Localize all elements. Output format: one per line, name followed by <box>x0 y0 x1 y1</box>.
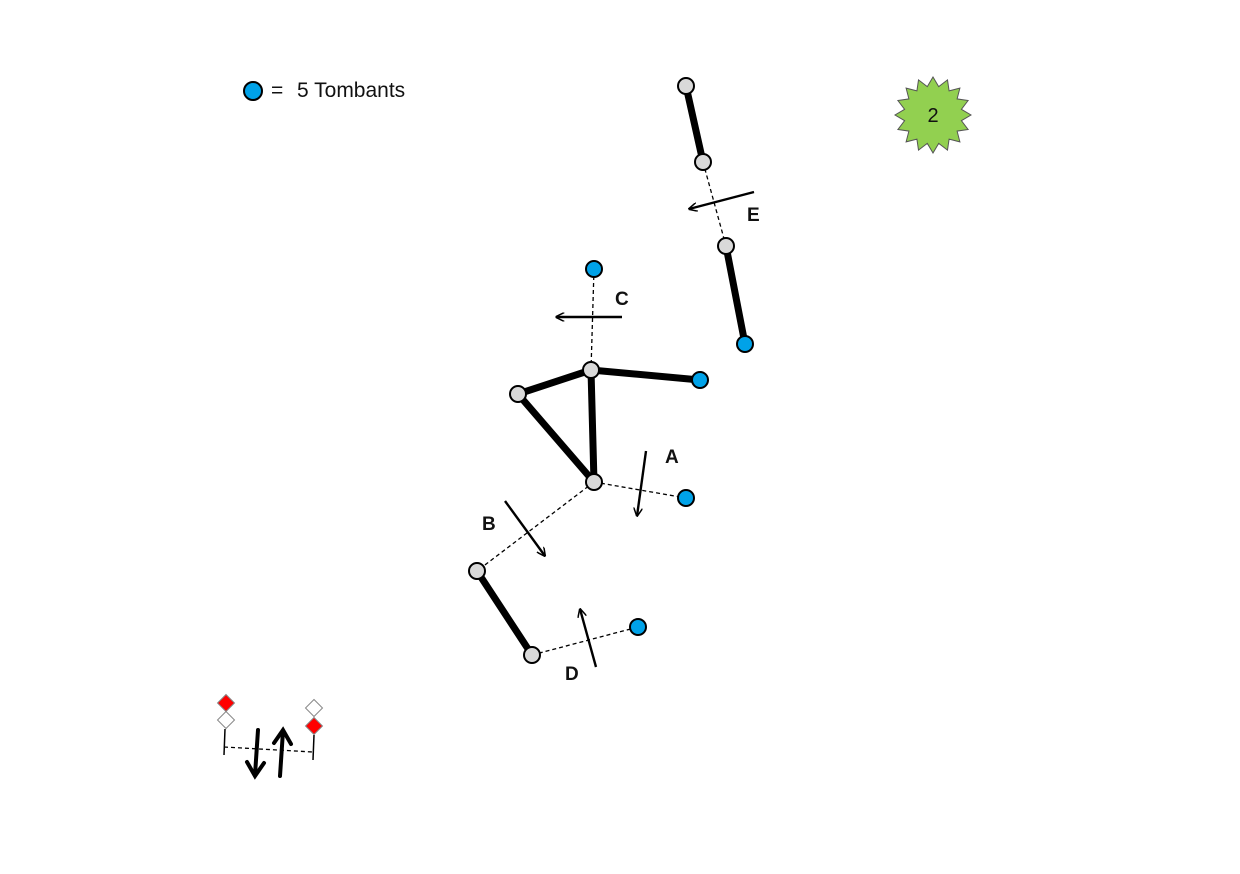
arrow-d <box>580 609 598 668</box>
down-arrow-shaft <box>253 728 260 777</box>
legend: = 5 Tombants <box>243 79 405 102</box>
red-diamond-left <box>216 693 236 713</box>
white-diamond-left <box>216 710 236 730</box>
grey-node-triangle-bottom <box>585 473 603 491</box>
dashed-link-d <box>531 626 639 656</box>
label-e: E <box>747 205 760 226</box>
solid-link-e-bottom <box>722 242 749 348</box>
grey-node-bottom-start <box>468 562 486 580</box>
solid-link-triangle-left <box>514 390 598 486</box>
solid-link-bottom <box>473 567 536 659</box>
grey-nodes <box>468 77 735 664</box>
down-arrow-head <box>245 760 266 780</box>
red-diamond-right <box>304 716 324 736</box>
badge-number: 2 <box>927 105 938 127</box>
label-c: C <box>615 289 629 310</box>
dashed-link-e <box>702 161 727 247</box>
arrow-b <box>504 500 545 556</box>
grey-node-e-top-end <box>694 153 712 171</box>
grey-node-e-bottom-start <box>717 237 735 255</box>
solid-link-triangle-top <box>514 366 595 398</box>
blue-nodes <box>585 260 754 636</box>
dashed-link-a <box>593 481 687 499</box>
grey-node-e-top-start <box>677 77 695 95</box>
blue-node-e <box>736 335 754 353</box>
dashed-connectors <box>476 161 727 656</box>
blue-node-c <box>585 260 603 278</box>
label-d: D <box>565 664 579 685</box>
grey-node-bottom-end <box>523 646 541 664</box>
blue-node-d <box>629 618 647 636</box>
solid-link-triangle-right <box>587 366 598 486</box>
blue-node-a <box>677 489 695 507</box>
dashed-base-line <box>223 746 314 753</box>
white-diamond-right <box>304 698 324 718</box>
dashed-link-b <box>476 481 595 572</box>
arrow-a <box>637 450 648 516</box>
arrow-e <box>689 190 755 209</box>
right-tick <box>312 734 315 761</box>
solid-links <box>473 82 749 659</box>
dashed-link-c <box>590 268 595 371</box>
counter-flow-arrows-icon <box>216 693 324 780</box>
blue-node-right-arm <box>691 371 709 389</box>
legend-label: 5 Tombants <box>297 79 405 102</box>
legend-blue-circle-icon <box>243 81 263 101</box>
badge: 2 <box>894 76 972 154</box>
up-arrow-head <box>272 726 293 746</box>
label-a: A <box>665 447 679 468</box>
direction-arrows <box>504 190 755 668</box>
legend-equals: = <box>271 79 283 102</box>
letter-labels: E C A B D <box>482 205 760 685</box>
grey-node-triangle-top <box>582 361 600 379</box>
up-arrow-shaft <box>278 729 285 778</box>
starburst-icon <box>894 76 972 154</box>
grey-node-triangle-left <box>509 385 527 403</box>
solid-link-right-arm <box>587 366 704 384</box>
left-tick <box>223 728 226 756</box>
solid-link-e-top <box>682 82 707 166</box>
label-b: B <box>482 514 496 535</box>
